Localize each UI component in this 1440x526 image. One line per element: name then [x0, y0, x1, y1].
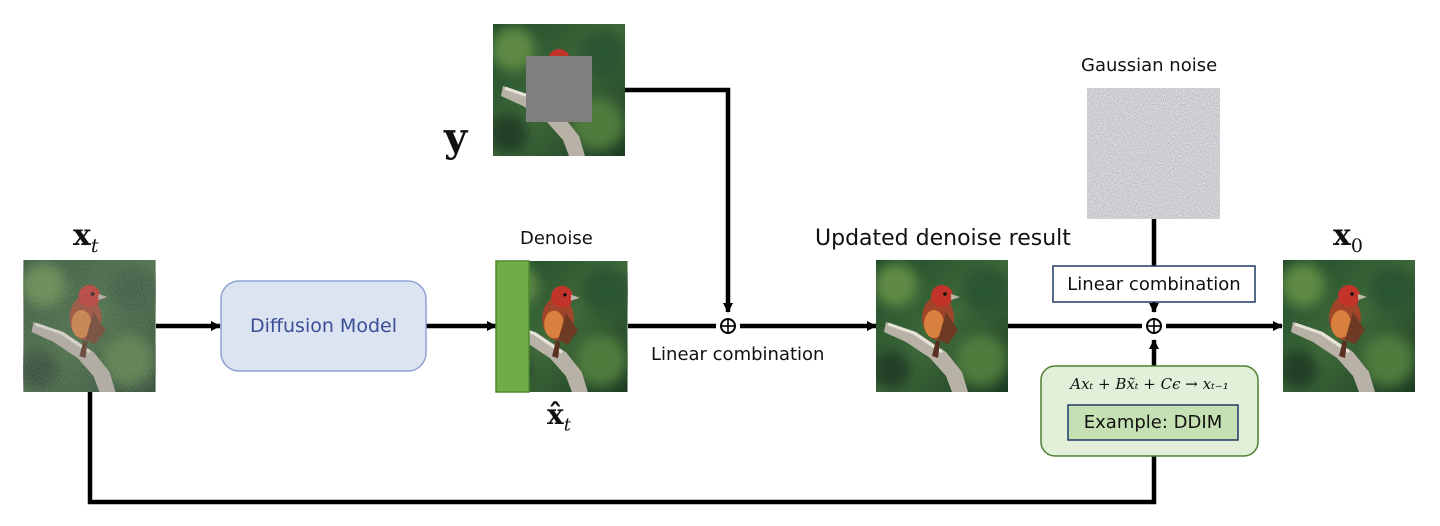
denoise-label: Denoise [520, 228, 593, 249]
xhat-label: x̂t [547, 398, 571, 436]
arrow-y-to-sum1 [625, 87, 733, 313]
gray-mask [526, 56, 592, 122]
ddim-example-label: Example: DDIM [1083, 412, 1223, 433]
ddim-inner-block [1067, 404, 1239, 441]
linear-combination-label-1: Linear combination [651, 344, 825, 365]
x0-label: x0 [1333, 218, 1363, 257]
updated-denoise-result-label: Updated denoise result [815, 226, 1071, 251]
line-xt-skip-to-ddim [87, 392, 1157, 505]
y-label: y [444, 114, 468, 161]
ddim-formula: Axₜ + Bx̃ₜ + Cϵ → xₜ₋₁ [1070, 375, 1229, 393]
diffusion-model-label: Diffusion Model [250, 315, 397, 337]
xt-label: xt [73, 218, 99, 257]
sum-node-1 [720, 318, 736, 334]
gaussian-noise-image [1087, 88, 1220, 219]
diffusion-model-block [220, 280, 427, 372]
denoise-output-image [495, 260, 630, 393]
sum-node-2 [1146, 318, 1162, 334]
green-bar [495, 260, 530, 393]
linear-combination-label-2: Linear combination [1067, 273, 1241, 295]
x0-output-image [1278, 260, 1417, 392]
updated-denoise-image [871, 260, 1010, 392]
connectors [87, 87, 1283, 505]
xt-noisy-image [23, 260, 156, 392]
linear-combination-box [1052, 265, 1256, 303]
masked-observation-image [488, 24, 627, 156]
gaussian-noise-label: Gaussian noise [1081, 55, 1218, 76]
